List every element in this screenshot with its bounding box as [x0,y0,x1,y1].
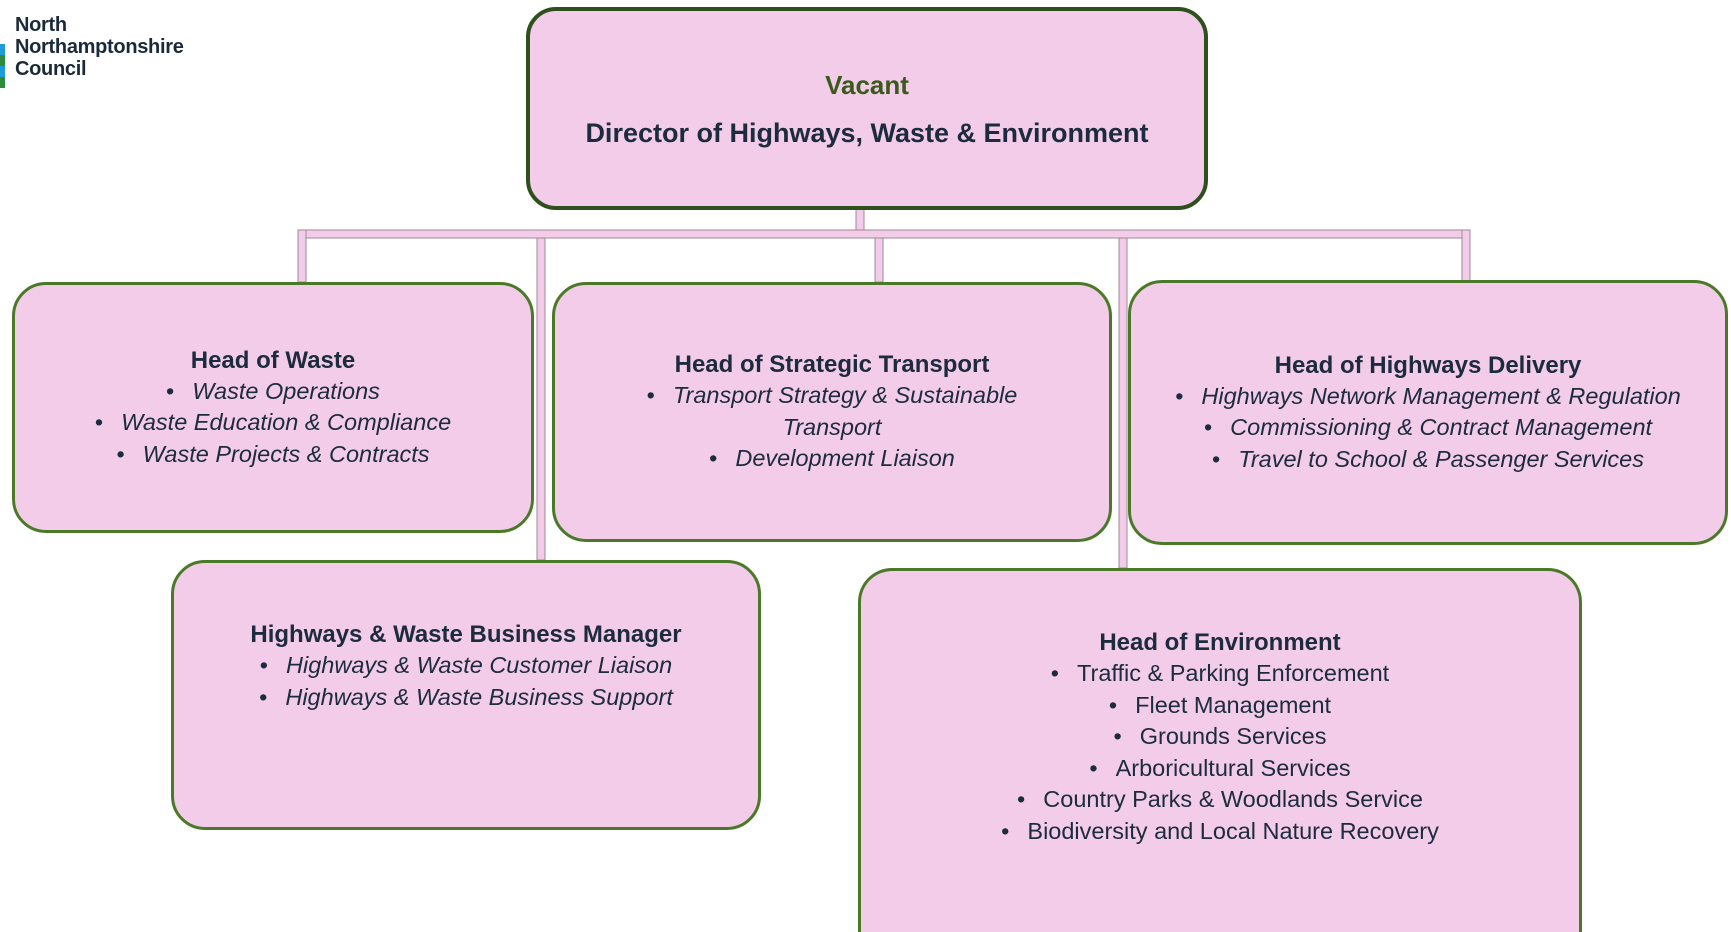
business-manager-title: Highways & Waste Business Manager [250,621,682,648]
director-title: Director of Highways, Waste & Environmen… [585,117,1149,148]
head-of-highways-delivery-box: Head of Highways Delivery Highways Netwo… [1128,280,1728,545]
list-item: Highways Network Management & Regulation [1168,381,1688,413]
list-item: Waste Operations [95,376,451,408]
list-item: Highways & Waste Customer Liaison [259,650,673,682]
head-of-waste-box: Head of Waste Waste Operations Waste Edu… [12,282,534,533]
head-of-highways-delivery-list: Highways Network Management & Regulation… [1168,381,1688,476]
list-item: Highways & Waste Business Support [259,682,673,714]
logo-line-1: North [15,14,67,36]
business-manager-box: Highways & Waste Business Manager Highwa… [171,560,761,830]
head-of-environment-box: Head of Environment Traffic & Parking En… [858,568,1582,932]
director-status: Vacant [825,69,909,100]
list-item: Transport Strategy & Sustainable Transpo… [612,380,1052,443]
list-item: Waste Education & Compliance [95,407,451,439]
logo-line-3: Council [15,58,87,80]
council-logo: North Northamptonshire Council [0,14,230,88]
list-item: Arboricultural Services [1001,753,1439,785]
list-item: Biodiversity and Local Nature Recovery [1001,816,1438,848]
list-item: Country Parks & Woodlands Service [1001,784,1439,816]
list-item: Commissioning & Contract Management [1168,412,1688,444]
head-of-strategic-transport-list: Transport Strategy & Sustainable Transpo… [612,380,1052,475]
head-of-waste-list: Waste Operations Waste Education & Compl… [95,376,451,471]
head-of-environment-list: Traffic & Parking Enforcement Fleet Mana… [1001,658,1439,848]
director-box: Vacant Director of Highways, Waste & Env… [526,7,1208,210]
logo-mark-icon [0,44,5,88]
head-of-waste-title: Head of Waste [190,346,356,374]
list-item: Grounds Services [1001,721,1439,753]
logo-line-2: Northamptonshire [15,36,184,58]
list-item: Waste Projects & Contracts [95,439,451,471]
head-of-environment-title: Head of Environment [1099,629,1341,656]
head-of-strategic-transport-title: Head of Strategic Transport [674,351,990,379]
head-of-highways-delivery-title: Head of Highways Delivery [1274,351,1582,379]
logo-wordmark: North Northamptonshire Council [15,14,184,80]
head-of-strategic-transport-box: Head of Strategic Transport Transport St… [552,282,1112,542]
list-item: Travel to School & Passenger Services [1168,444,1688,476]
list-item: Fleet Management [1001,690,1439,722]
list-item: Traffic & Parking Enforcement [1001,658,1439,690]
business-manager-list: Highways & Waste Customer Liaison Highwa… [259,650,673,713]
list-item: Development Liaison [612,443,1052,475]
